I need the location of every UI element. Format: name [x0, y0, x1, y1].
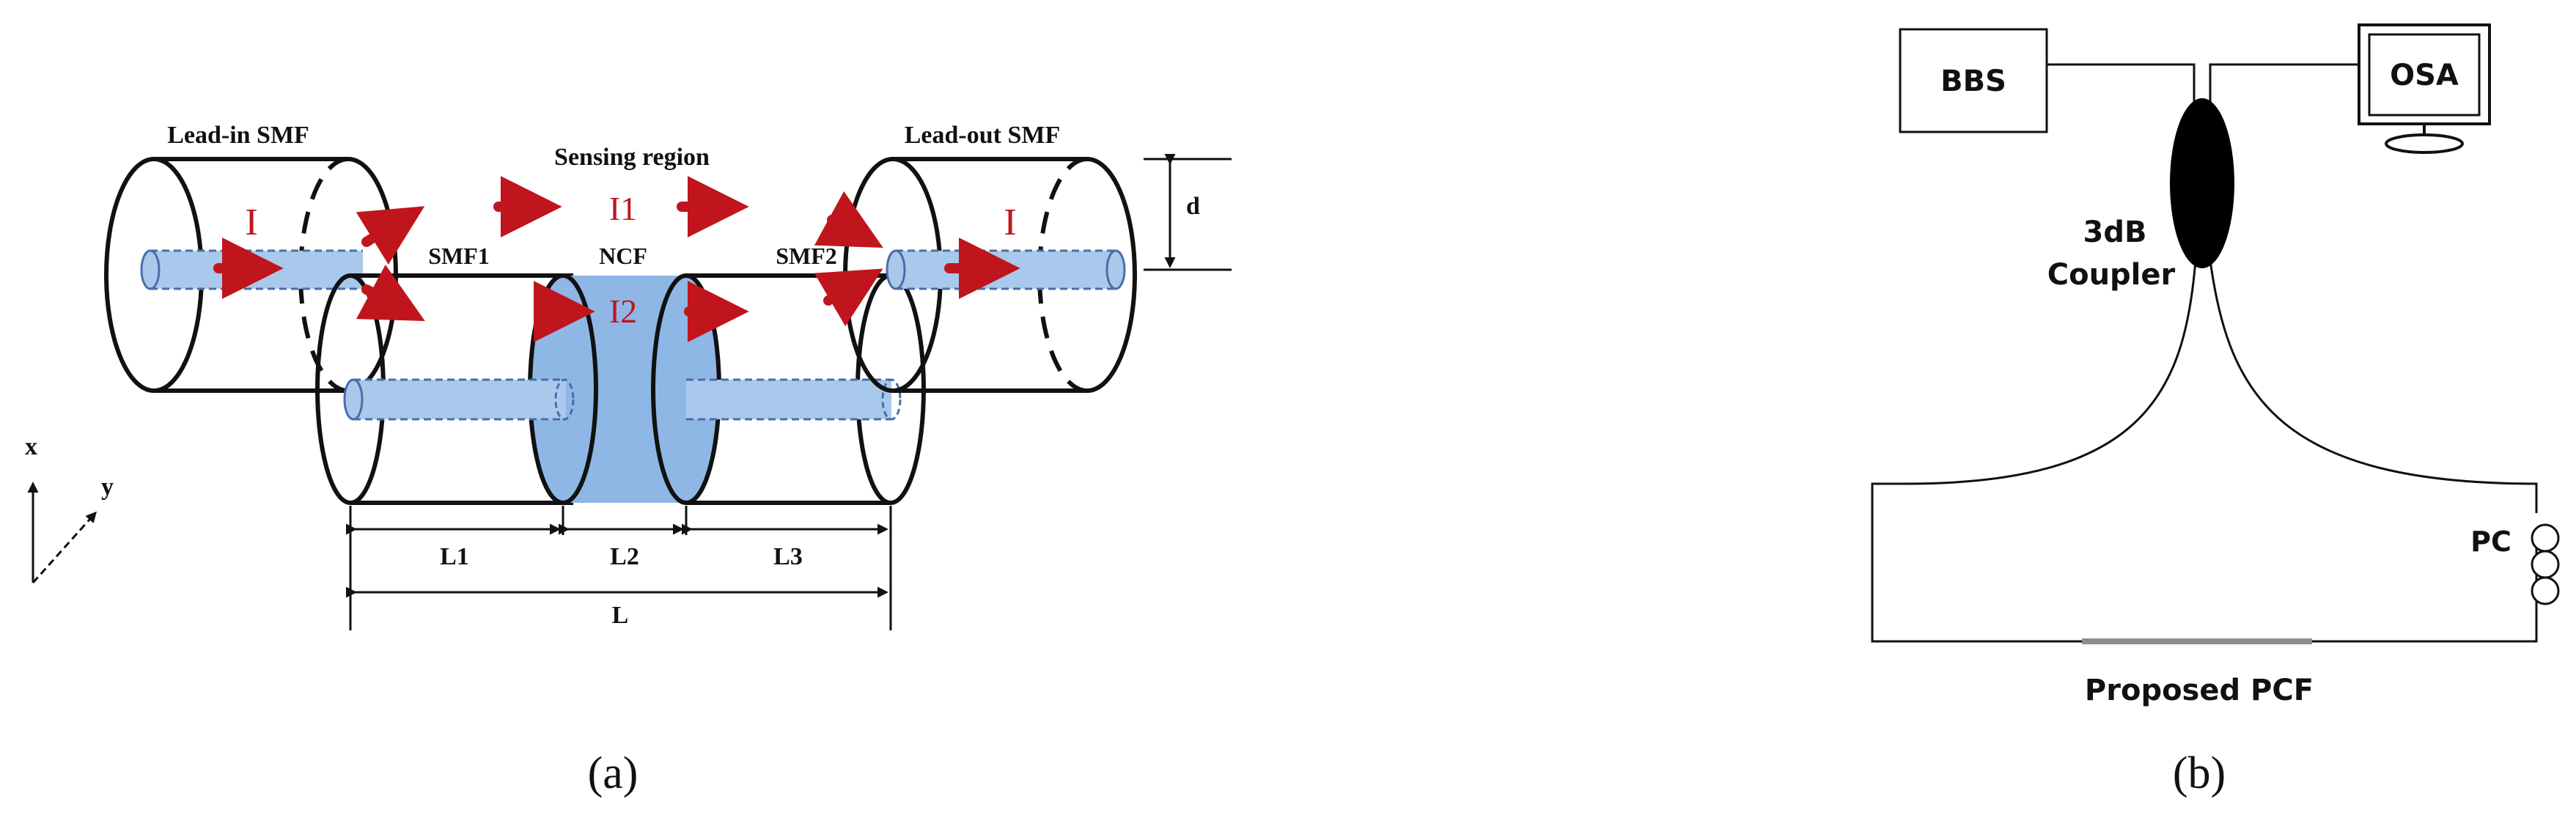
- sensing-structure: [315, 273, 926, 505]
- smf2-label: SMF2: [776, 243, 837, 269]
- osa-label: OSA: [2390, 59, 2459, 92]
- caption-b: (b): [2173, 748, 2226, 798]
- coupler-label-line2: Coupler: [2047, 258, 2176, 292]
- panel-b: BBS OSA 3dB Coupler PC Proposed PCF (b): [1871, 23, 2560, 798]
- intensity-i-out: I: [1004, 202, 1016, 243]
- pcf-segment: [2082, 638, 2312, 644]
- bbs-label: BBS: [1940, 65, 2006, 98]
- intensity-i-in: I: [245, 202, 257, 243]
- panel-a: Lead-in SMF Sensing region Lead-out SMF …: [25, 122, 1232, 798]
- axis-y-label: y: [101, 474, 114, 501]
- coupler-label-line1: 3dB: [2083, 215, 2147, 249]
- lead-out-label: Lead-out SMF: [905, 122, 1061, 149]
- pc-label: PC: [2470, 526, 2511, 558]
- l3-label: L3: [773, 543, 803, 570]
- fiber-lines: [1871, 63, 2538, 643]
- caption-a: (a): [588, 748, 639, 798]
- d-label: d: [1186, 193, 1200, 220]
- axis-indicator: [27, 482, 97, 584]
- intensity-i2: I2: [609, 292, 637, 330]
- pc-loops-icon: [2531, 523, 2560, 605]
- dimension-lines: [346, 506, 892, 630]
- smf1-label: SMF1: [428, 243, 490, 269]
- sensing-region-label: Sensing region: [554, 144, 710, 171]
- l2-label: L2: [610, 543, 639, 570]
- ncf-label: NCF: [599, 243, 647, 269]
- bbs-box: [1899, 28, 2048, 133]
- osa-monitor-icon: [2358, 23, 2491, 154]
- l-label: L: [612, 602, 629, 629]
- light-arrows: [213, 176, 1020, 342]
- intensity-i1: I1: [609, 190, 637, 227]
- l1-label: L1: [440, 543, 469, 570]
- lead-out-smf: [843, 154, 1232, 393]
- lead-in-label: Lead-in SMF: [167, 122, 309, 149]
- pcf-label: Proposed PCF: [2085, 674, 2314, 707]
- axis-x-label: x: [25, 433, 37, 460]
- coupler-3db: [2170, 98, 2234, 268]
